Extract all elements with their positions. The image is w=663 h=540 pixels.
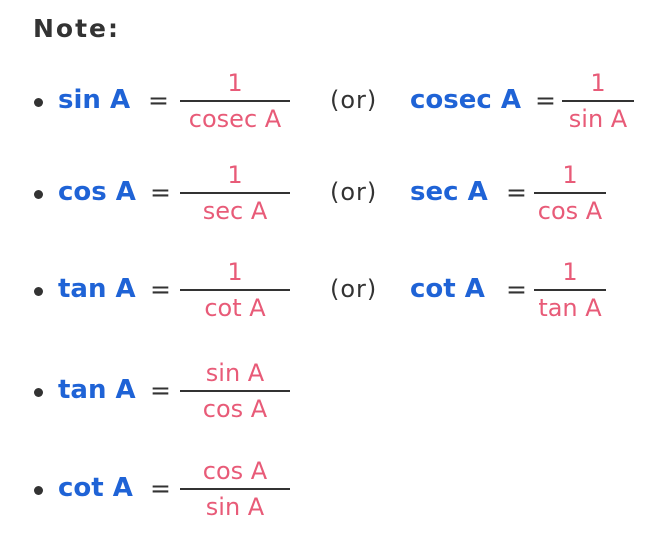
fraction: 1 cosec A bbox=[180, 68, 290, 134]
identity-row: sin A = 1 cosec A (or) cosec A = 1 sin A bbox=[0, 68, 663, 138]
or-separator: (or) bbox=[330, 275, 378, 303]
identity-row: tan A = sin A cos A bbox=[0, 358, 663, 428]
fraction: 1 sec A bbox=[180, 160, 290, 226]
equals-sign: = bbox=[535, 86, 556, 115]
fraction: cos A sin A bbox=[180, 456, 290, 522]
fraction-bar bbox=[534, 289, 606, 291]
equals-sign: = bbox=[506, 275, 527, 304]
bullet-icon bbox=[34, 388, 43, 397]
fraction-numerator: 1 bbox=[227, 161, 243, 189]
fraction: 1 cos A bbox=[534, 160, 606, 226]
equals-sign: = bbox=[150, 376, 171, 405]
equals-sign: = bbox=[150, 178, 171, 207]
fraction-denominator: sin A bbox=[205, 493, 265, 521]
fraction-bar bbox=[180, 390, 290, 392]
fraction-bar bbox=[534, 192, 606, 194]
identity-lhs: cos A bbox=[58, 177, 136, 207]
fraction-denominator: cos A bbox=[537, 197, 603, 225]
fraction-denominator: cos A bbox=[202, 395, 268, 423]
fraction-numerator: 1 bbox=[562, 161, 578, 189]
equals-sign: = bbox=[150, 275, 171, 304]
fraction-numerator: cos A bbox=[202, 457, 268, 485]
or-separator: (or) bbox=[330, 86, 378, 114]
identity-row: tan A = 1 cot A (or) cot A = 1 tan A bbox=[0, 257, 663, 327]
fraction-denominator: sec A bbox=[202, 197, 268, 225]
fraction-numerator: 1 bbox=[227, 258, 243, 286]
fraction-bar bbox=[180, 289, 290, 291]
identity-lhs: cot A bbox=[58, 473, 133, 503]
equals-sign: = bbox=[150, 474, 171, 503]
fraction-bar bbox=[180, 192, 290, 194]
fraction-denominator: cosec A bbox=[188, 105, 282, 133]
or-separator: (or) bbox=[330, 178, 378, 206]
fraction-denominator: cot A bbox=[204, 294, 266, 322]
equals-sign: = bbox=[506, 178, 527, 207]
bullet-icon bbox=[34, 486, 43, 495]
fraction-numerator: 1 bbox=[590, 69, 606, 97]
bullet-icon bbox=[34, 287, 43, 296]
identity-row: cos A = 1 sec A (or) sec A = 1 cos A bbox=[0, 160, 663, 230]
identity-lhs: sin A bbox=[58, 85, 131, 115]
identity-lhs: tan A bbox=[58, 274, 136, 304]
bullet-icon bbox=[34, 190, 43, 199]
fraction: 1 tan A bbox=[534, 257, 606, 323]
fraction-numerator: 1 bbox=[562, 258, 578, 286]
fraction-bar bbox=[180, 488, 290, 490]
identity-alt-lhs: cosec A bbox=[410, 85, 521, 115]
fraction-denominator: tan A bbox=[538, 294, 602, 322]
fraction: 1 cot A bbox=[180, 257, 290, 323]
fraction-bar bbox=[180, 100, 290, 102]
fraction-bar bbox=[562, 100, 634, 102]
identity-alt-lhs: cot A bbox=[410, 274, 485, 304]
identity-alt-lhs: sec A bbox=[410, 177, 488, 207]
fraction-numerator: sin A bbox=[205, 359, 265, 387]
fraction-denominator: sin A bbox=[568, 105, 628, 133]
equals-sign: = bbox=[148, 86, 169, 115]
bullet-icon bbox=[34, 98, 43, 107]
fraction: sin A cos A bbox=[180, 358, 290, 424]
note-title: Note: bbox=[33, 14, 121, 43]
fraction-numerator: 1 bbox=[227, 69, 243, 97]
identity-row: cot A = cos A sin A bbox=[0, 456, 663, 526]
identity-lhs: tan A bbox=[58, 375, 136, 405]
fraction: 1 sin A bbox=[562, 68, 634, 134]
